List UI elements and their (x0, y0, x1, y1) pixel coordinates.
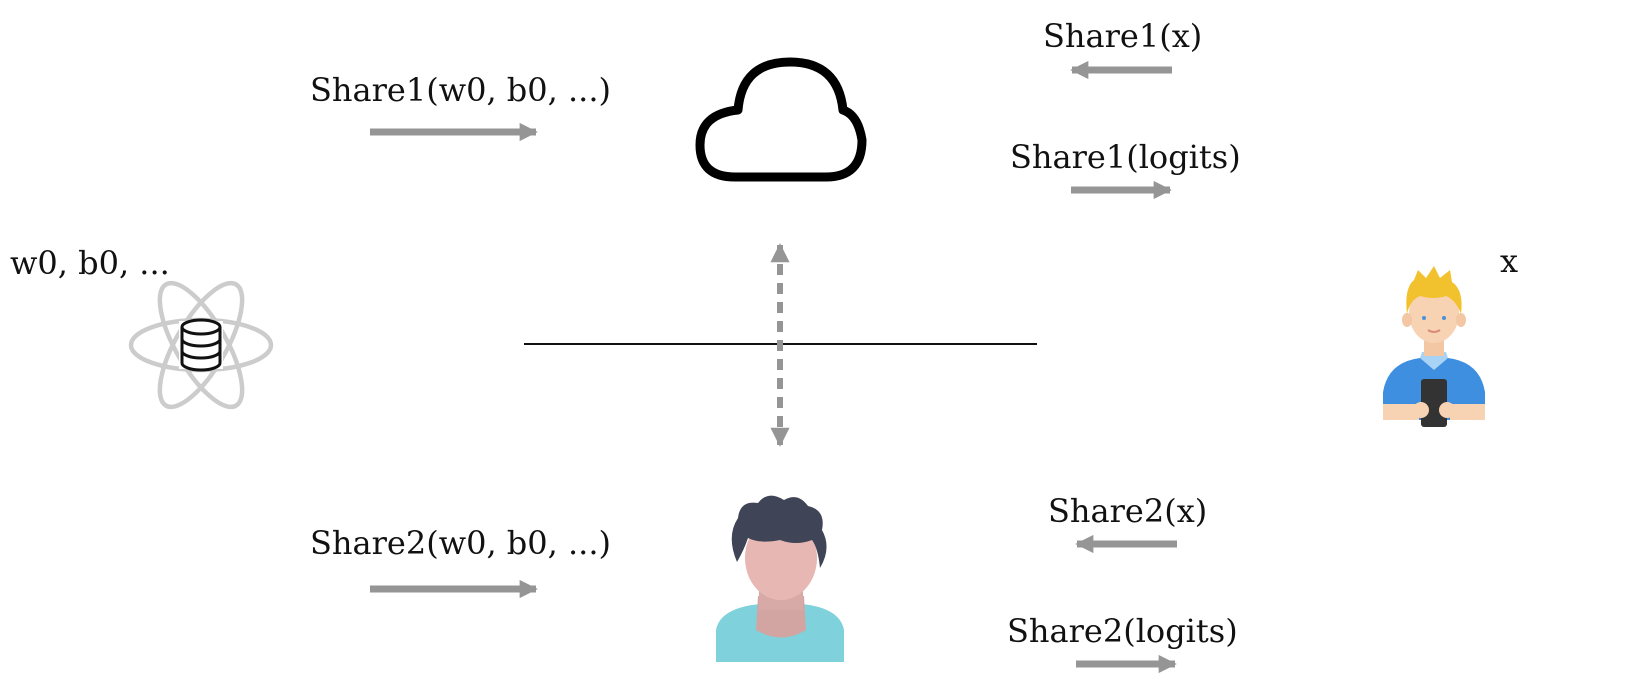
share1-params-label: Share1(w0, b0, ...) (310, 71, 611, 109)
user-input-label: x (1500, 242, 1518, 280)
share1-logits-label: Share1(logits) (1010, 138, 1241, 176)
share1-x-label: Share1(x) (1043, 17, 1202, 55)
person-with-phone-icon (1383, 266, 1485, 427)
person-avatar-icon (716, 495, 844, 662)
owner-params-label: w0, b0, ... (10, 244, 170, 282)
share2-params-label: Share2(w0, b0, ...) (310, 524, 611, 562)
share2-x-label: Share2(x) (1048, 492, 1207, 530)
atom-database-icon (128, 280, 274, 410)
cloud-icon (695, 57, 867, 182)
share2-logits-label: Share2(logits) (1007, 612, 1238, 650)
